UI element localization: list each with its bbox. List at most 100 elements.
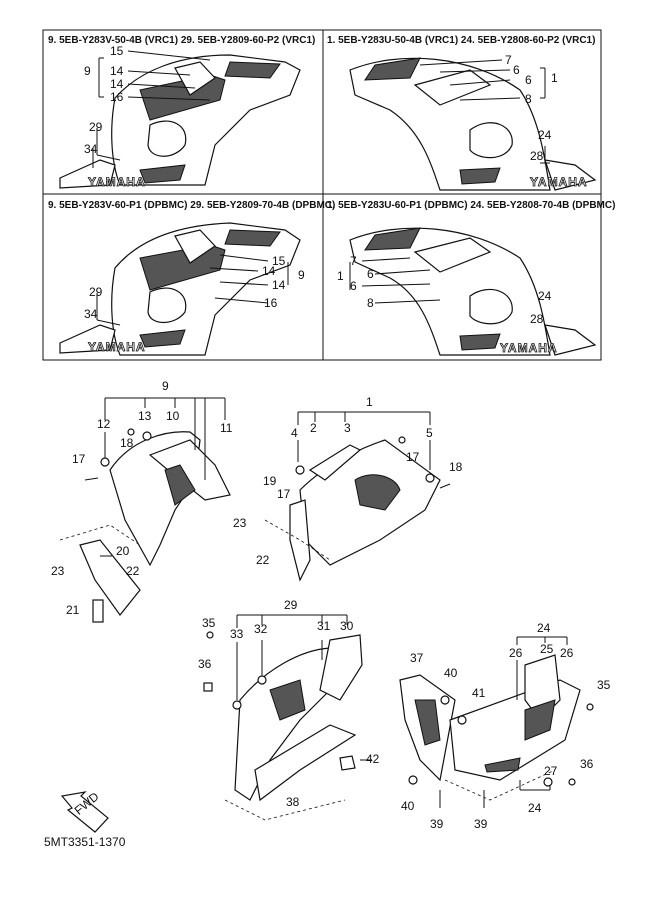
yamaha-logo: YAMAHA: [530, 175, 588, 189]
fairing-left-dpbmc-illustration: [59, 222, 301, 356]
exploded-right-undercowl: [399, 654, 581, 801]
callout-33: 33: [230, 627, 244, 641]
fairing-left-vrc1-illustration: [59, 54, 301, 189]
callout-22: 22: [256, 553, 270, 567]
exploded-left-fairing: [59, 431, 231, 623]
callout-29: 29: [89, 120, 103, 134]
callout-15: 15: [110, 44, 124, 58]
callout-10: 10: [166, 409, 180, 423]
callout-26: 26: [509, 646, 523, 660]
callout-8: 8: [367, 296, 374, 310]
callout-4: 4: [291, 426, 298, 440]
fasteners: [84, 428, 594, 808]
callout-23: 23: [51, 564, 65, 578]
exploded-right-leaders: [297, 411, 431, 470]
yamaha-logo: YAMAHA: [88, 340, 146, 354]
callout-18: 18: [120, 436, 134, 450]
callout-14: 14: [110, 77, 124, 91]
callout-28: 28: [530, 149, 544, 163]
callout-6: 6: [367, 267, 374, 281]
callout-18: 18: [449, 460, 463, 474]
callout-20: 20: [116, 544, 130, 558]
callout-36: 36: [580, 757, 594, 771]
callout-2: 2: [310, 421, 317, 435]
callout-22: 22: [126, 564, 140, 578]
callout-9: 9: [162, 379, 169, 393]
exploded-left-undercowl: [224, 634, 363, 821]
callout-39: 39: [474, 817, 488, 831]
callout-17: 17: [72, 452, 86, 466]
callout-24: 24: [528, 801, 542, 815]
callout-34: 34: [84, 142, 98, 156]
yamaha-logo: YAMAHA: [88, 175, 146, 189]
callout-1: 1: [366, 395, 373, 409]
callout-27: 27: [544, 764, 558, 778]
exploded-right-fairing: [264, 439, 441, 582]
callout-41: 41: [472, 686, 486, 700]
callout-30: 30: [340, 619, 354, 633]
drawing-code: 5MT3351-1370: [44, 835, 126, 849]
callout-9: 9: [298, 268, 305, 282]
callout-24: 24: [538, 289, 552, 303]
callout-8: 8: [525, 92, 532, 106]
callout-13: 13: [138, 409, 152, 423]
callout-19: 19: [263, 474, 277, 488]
callout-35: 35: [597, 678, 611, 692]
callout-40: 40: [401, 799, 415, 813]
callout-14: 14: [262, 264, 276, 278]
callout-26: 26: [560, 646, 574, 660]
callout-5: 5: [426, 426, 433, 440]
callout-9: 9: [84, 64, 91, 78]
callout-1: 1: [551, 71, 558, 85]
callout-16: 16: [264, 296, 278, 310]
callout-6: 6: [513, 63, 520, 77]
exploded-left-leaders: [100, 397, 226, 557]
callout-36: 36: [198, 657, 212, 671]
callout-37: 37: [410, 651, 424, 665]
variant-panels: [42, 29, 602, 361]
callout-31: 31: [317, 619, 331, 633]
callout-24: 24: [537, 621, 551, 635]
callout-7: 7: [350, 254, 357, 268]
panel-header-vrc1-right: 1. 5EB-Y283U-50-4B (VRC1) 24. 5EB-Y2808-…: [327, 35, 595, 46]
callout-1: 1: [337, 269, 344, 283]
panel-header-dpbmc-right: 1. 5EB-Y283U-60-P1 (DPBMC) 24. 5EB-Y2808…: [327, 200, 615, 211]
panel-header-dpbmc-left: 9. 5EB-Y283V-60-P1 (DPBMC) 29. 5EB-Y2809…: [48, 200, 335, 211]
callout-15: 15: [272, 254, 286, 268]
fwd-arrow-icon: [60, 791, 109, 833]
callout-14: 14: [272, 278, 286, 292]
callout-16: 16: [110, 90, 124, 104]
callout-3: 3: [344, 421, 351, 435]
leaders-p4: [349, 257, 441, 304]
callout-39: 39: [430, 817, 444, 831]
callout-24: 24: [538, 128, 552, 142]
exploded-left-undercowl-leaders: [236, 614, 372, 761]
callout-38: 38: [286, 795, 300, 809]
callout-25: 25: [540, 642, 554, 656]
callout-34: 34: [84, 307, 98, 321]
callout-28: 28: [530, 312, 544, 326]
leaders-p2: [419, 59, 550, 164]
callout-17: 17: [277, 487, 291, 501]
callout-12: 12: [97, 417, 111, 431]
callout-35: 35: [202, 616, 216, 630]
callout-17: 17: [406, 450, 420, 464]
callout-42: 42: [366, 752, 380, 766]
panel-header-vrc1-left: 9. 5EB-Y283V-50-4B (VRC1) 29. 5EB-Y2809-…: [48, 35, 315, 46]
callout-14: 14: [110, 64, 124, 78]
fairing-right-dpbmc-illustration: [349, 227, 597, 356]
callout-7: 7: [505, 53, 512, 67]
fairing-right-vrc1-illustration: [349, 57, 597, 191]
callout-32: 32: [254, 622, 268, 636]
callout-29: 29: [89, 285, 103, 299]
callout-29: 29: [284, 598, 298, 612]
leaders-p3: [96, 254, 289, 326]
leaders-p1: [92, 50, 211, 168]
callout-23: 23: [233, 516, 247, 530]
callout-6: 6: [525, 73, 532, 87]
yamaha-logo: YAMAHA: [500, 341, 558, 355]
callout-40: 40: [444, 666, 458, 680]
callout-6: 6: [350, 279, 357, 293]
callout-11: 11: [220, 421, 233, 435]
